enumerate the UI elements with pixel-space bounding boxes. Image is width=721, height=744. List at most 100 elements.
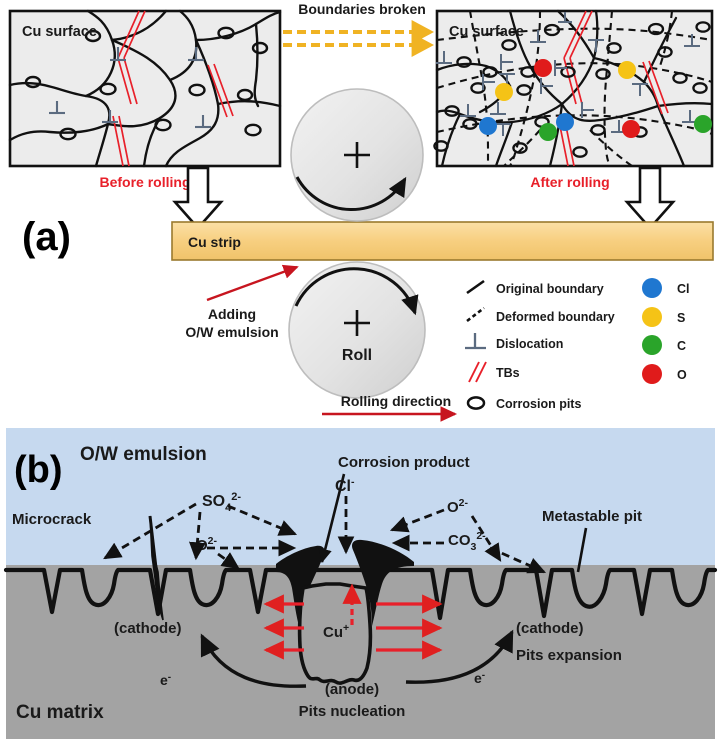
adding-emulsion-arrow [206, 264, 299, 302]
rolling-direction-annotation: Rolling direction [322, 393, 458, 422]
svg-text:O2-: O2- [447, 497, 469, 516]
before-rolling-caption: Before rolling [99, 174, 190, 190]
dislocations-after [436, 12, 700, 136]
dot-sulfur [495, 83, 513, 101]
cathode-label-right: (cathode) [516, 620, 584, 637]
cu-matrix-label: Cu matrix [16, 702, 104, 723]
electron-label-right: e- [474, 670, 485, 686]
boundaries-broken-label: Boundaries broken [298, 1, 426, 17]
electron-label-left: e- [160, 672, 171, 688]
metastable-pit-leader [576, 527, 588, 573]
cu-strip-label: Cu strip [188, 234, 241, 250]
svg-text:CO32-: CO32- [448, 530, 486, 553]
top-roll-rotation-arrow [295, 176, 407, 212]
dot-carbon [694, 115, 712, 133]
adding-emulsion-line2: O/W emulsion [185, 324, 278, 340]
dot-sulfur [618, 61, 636, 79]
pits-nucleation-label: Pits nucleation [299, 703, 406, 720]
carbonate-sub: 3 [471, 541, 477, 553]
chloride-main: Cl [335, 478, 351, 495]
deformed-boundary-icon [466, 306, 485, 323]
legend-label-tbs: TBs [496, 366, 520, 380]
legend-label-original-boundary: Original boundary [496, 282, 604, 296]
dot-oxygen [622, 120, 640, 138]
roll-label: Roll [342, 347, 372, 364]
corrosion-product-label: Corrosion product [338, 454, 470, 471]
sulfate-main: SO [202, 493, 225, 510]
dot-carbon [539, 123, 557, 141]
right-white-arrow [624, 166, 676, 230]
legend-label-sulfur: S [677, 311, 685, 325]
sulfate-sup: 2- [231, 491, 241, 503]
bottom-roll-center-mark [344, 310, 370, 336]
left-white-arrow [172, 166, 224, 230]
microcrack-leader [148, 515, 161, 595]
ion-flux-arrows-left [263, 594, 304, 660]
svg-text:Cl-: Cl- [335, 476, 355, 495]
legend-label-corrosion-pits: Corrosion pits [496, 397, 581, 411]
main-pit-cavity [297, 582, 373, 685]
legend-label-deformed-boundary: Deformed boundary [496, 310, 615, 324]
panel-b-letter: (b) [14, 449, 63, 491]
top-roll [290, 88, 424, 222]
cation-main: Cu [323, 624, 343, 641]
legend-label-carbon: C [677, 339, 686, 353]
carbonate-sup: 2- [476, 530, 486, 542]
corrosion-product-left-wing [276, 545, 325, 630]
legend-label-chlorine: Cl [677, 282, 690, 296]
corrosion-pits-before [24, 26, 269, 141]
twin-boundaries-before [112, 10, 234, 167]
oxide-right-main: O [447, 499, 459, 516]
legend: Original boundary Deformed boundary Disl… [465, 278, 690, 411]
rolling-direction-label: Rolling direction [341, 393, 451, 409]
adding-emulsion-annotation: Adding O/W emulsion [185, 264, 299, 340]
dot-chlorine [479, 117, 497, 135]
microcrack-label: Microcrack [12, 511, 92, 528]
top-roll-center-mark [344, 142, 370, 168]
legend-label-dislocation: Dislocation [496, 337, 563, 351]
panel-a: Cu surface Before rolling [8, 1, 714, 422]
dot-oxygen [534, 59, 552, 77]
legend-dot-oxygen [642, 364, 662, 384]
svg-text:SO42-: SO42- [202, 491, 241, 514]
species-carbonate: CO32- [448, 530, 486, 553]
cation-label: Cu+ [323, 622, 349, 641]
twin-boundaries-icon [468, 361, 487, 383]
after-rolling-box: Cu surface [433, 9, 714, 168]
before-box-surface-label: Cu surface [22, 24, 97, 40]
twin-boundaries-after [557, 10, 669, 167]
legend-dot-carbon [642, 335, 662, 355]
pits-expansion-label: Pits expansion [516, 647, 622, 664]
electron-path-left [200, 633, 307, 688]
cu-strip [171, 221, 714, 261]
legend-dot-chlorine [642, 278, 662, 298]
cation-sup: + [343, 622, 349, 634]
adding-emulsion-line1: Adding [208, 306, 256, 322]
corrosion-pits-icon [466, 396, 486, 410]
boundaries-broken-arrows [283, 20, 435, 57]
legend-dot-sulfur [642, 307, 662, 327]
before-rolling-box: Cu surface [8, 9, 282, 168]
sulfate-sub: 4 [225, 502, 232, 514]
species-transport-arrows [103, 496, 547, 574]
dislocation-icon [465, 333, 486, 350]
dot-chlorine [556, 113, 574, 131]
metastable-pit-label: Metastable pit [542, 508, 642, 525]
chloride-sup: - [351, 476, 355, 488]
ion-flux-arrows-right [376, 594, 443, 660]
carbonate-main: CO [448, 532, 471, 549]
after-box-surface-label: Cu surface [449, 24, 524, 40]
oxide-right-sup: 2- [459, 497, 469, 509]
emulsion-label: O/W emulsion [80, 444, 207, 465]
pitted-surface-profile [3, 567, 718, 621]
species-chloride: Cl- [335, 476, 355, 495]
electron-path-right [405, 629, 514, 684]
corrosion-product-leader [318, 473, 346, 564]
anode-label: (anode) [325, 681, 379, 698]
species-sulfate: SO42- [202, 491, 241, 514]
corrosion-product-right-wing [352, 539, 414, 626]
cathode-label-left: (cathode) [114, 620, 182, 637]
legend-label-oxygen: O [677, 368, 687, 382]
